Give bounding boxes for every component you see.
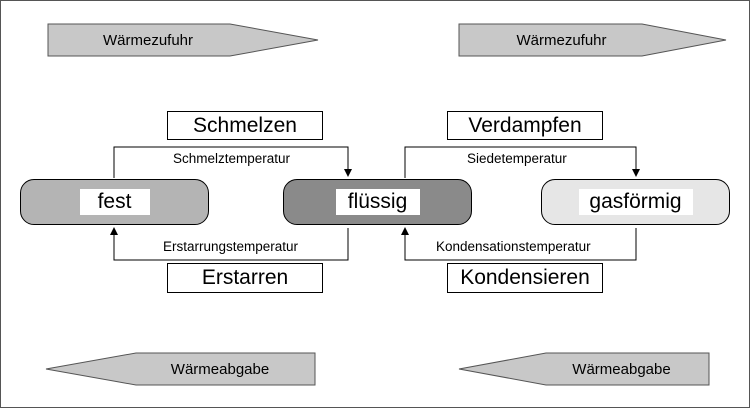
melting-connector <box>113 146 352 178</box>
heat-supply-label-left: Wärmezufuhr <box>102 31 194 49</box>
heat-release-arrow-right <box>458 352 710 386</box>
boiling-temperature-label: Siedetemperatur <box>467 151 567 166</box>
solidifying-connector <box>110 227 349 261</box>
evaporating-box: Verdampfen <box>447 111 603 140</box>
state-solid: fest <box>20 179 209 225</box>
condensing-connector <box>401 227 637 261</box>
heat-supply-arrow-left <box>47 23 319 57</box>
heat-release-arrow-left <box>45 352 316 386</box>
condensation-temperature-label: Kondensationstemperatur <box>436 239 591 254</box>
solidifying-temperature-label: Erstarrungstemperatur <box>163 239 299 254</box>
state-liquid-label: flüssig <box>335 189 420 215</box>
state-gas-label: gasförmig <box>578 189 693 215</box>
condensing-box: Kondensieren <box>447 263 603 293</box>
state-gas: gasförmig <box>541 179 730 225</box>
heat-supply-arrow-right <box>458 23 727 57</box>
state-liquid: flüssig <box>283 179 472 225</box>
melting-temperature-label: Schmelztemperatur <box>173 151 291 166</box>
solidifying-box: Erstarren <box>167 263 323 293</box>
evaporating-connector <box>404 146 640 178</box>
melting-box: Schmelzen <box>167 111 323 140</box>
heat-supply-label-right: Wärmezufuhr <box>516 31 607 49</box>
heat-release-label-left: Wärmeabgabe <box>170 360 270 378</box>
heat-release-label-right: Wärmeabgabe <box>572 360 671 378</box>
state-solid-label: fest <box>79 189 150 215</box>
